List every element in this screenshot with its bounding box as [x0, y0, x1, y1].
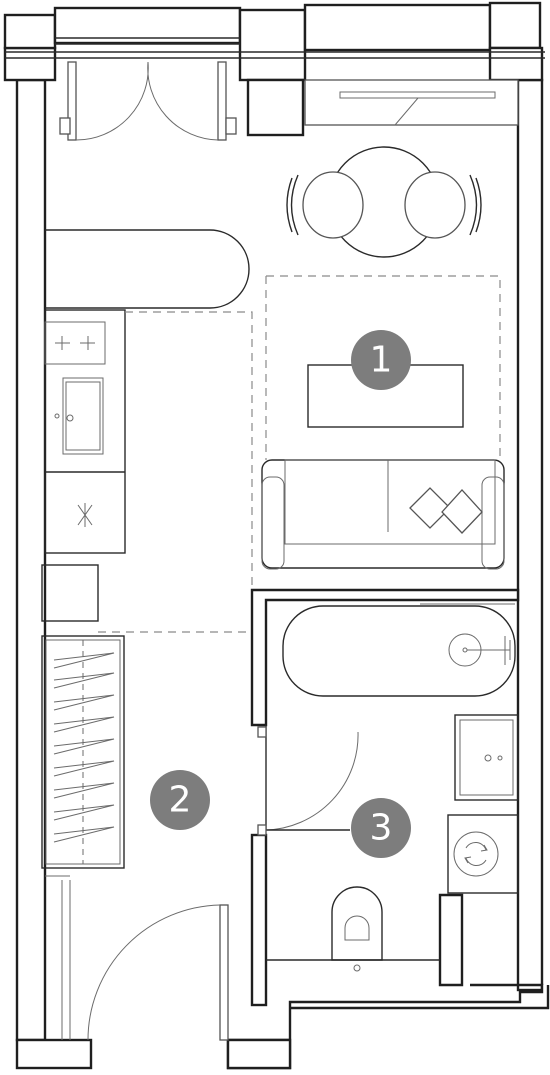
balcony-door — [59, 61, 237, 141]
air-conditioner — [304, 79, 519, 126]
room-number-3: 3 — [370, 808, 393, 849]
outer-walls — [3, 1, 550, 1070]
dining-set — [286, 146, 482, 258]
kitchen — [41, 229, 250, 622]
room-number-1: 1 — [370, 340, 393, 381]
bathroom-sink — [454, 714, 519, 801]
living-furniture — [261, 364, 505, 570]
zone-lines — [98, 275, 501, 633]
washing-machine — [447, 814, 519, 894]
interior-walls — [250, 588, 520, 1007]
room-badge-3: 3 — [351, 798, 411, 858]
wardrobe — [41, 635, 125, 869]
toilet — [266, 886, 440, 972]
entrance-door — [45, 875, 229, 1041]
bathroom-door — [257, 725, 359, 836]
room-badge-1: 1 — [351, 330, 411, 390]
bathtub — [282, 603, 516, 697]
room-number-2: 2 — [169, 780, 192, 821]
room-badge-2: 2 — [150, 770, 210, 830]
